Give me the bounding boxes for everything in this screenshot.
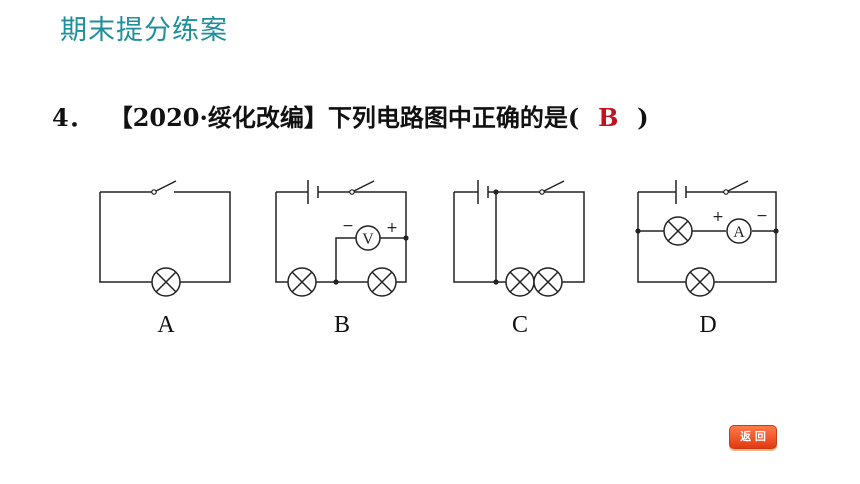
wire bbox=[275, 192, 288, 283]
voltmeter bbox=[355, 225, 381, 251]
switch-blade bbox=[153, 180, 177, 193]
minus-sign: − bbox=[756, 208, 768, 224]
question-text: 下列电路图中正确的是( bbox=[327, 103, 580, 132]
back-button[interactable]: 返 回 bbox=[729, 425, 777, 449]
switch-blade bbox=[725, 180, 749, 193]
plus-sign: + bbox=[712, 209, 724, 225]
question-source: 【2020·绥化改编】 bbox=[120, 103, 328, 132]
answer-text: B bbox=[598, 103, 619, 132]
wire bbox=[637, 192, 686, 283]
option-d-label: D bbox=[699, 312, 717, 338]
switch-blade bbox=[541, 180, 565, 193]
ammeter-label: A bbox=[733, 224, 745, 241]
voltmeter-wire bbox=[335, 237, 356, 282]
wire bbox=[99, 192, 152, 283]
circuit-b: V − + bbox=[268, 172, 418, 302]
option-c-label: C bbox=[511, 312, 528, 338]
option-b-label: B bbox=[333, 312, 350, 338]
question: 4． 【2020·绥化改编】下列电路图中正确的是( B) bbox=[52, 98, 649, 133]
wire bbox=[453, 192, 506, 283]
circuit-a bbox=[92, 172, 242, 302]
wire bbox=[542, 191, 585, 283]
plus-sign: + bbox=[386, 220, 398, 236]
wire bbox=[714, 191, 777, 283]
circuit-c bbox=[446, 172, 596, 302]
question-number: 4． bbox=[52, 103, 93, 132]
circuit-d: A + − bbox=[630, 172, 790, 302]
header-title: 期末提分练案 bbox=[60, 15, 228, 46]
option-a-label: A bbox=[157, 312, 175, 338]
wire bbox=[174, 191, 231, 283]
minus-sign: − bbox=[342, 218, 354, 234]
voltmeter-label: V bbox=[362, 231, 374, 248]
question-close: ) bbox=[637, 103, 649, 132]
ammeter bbox=[726, 218, 752, 244]
switch-blade bbox=[351, 180, 375, 193]
